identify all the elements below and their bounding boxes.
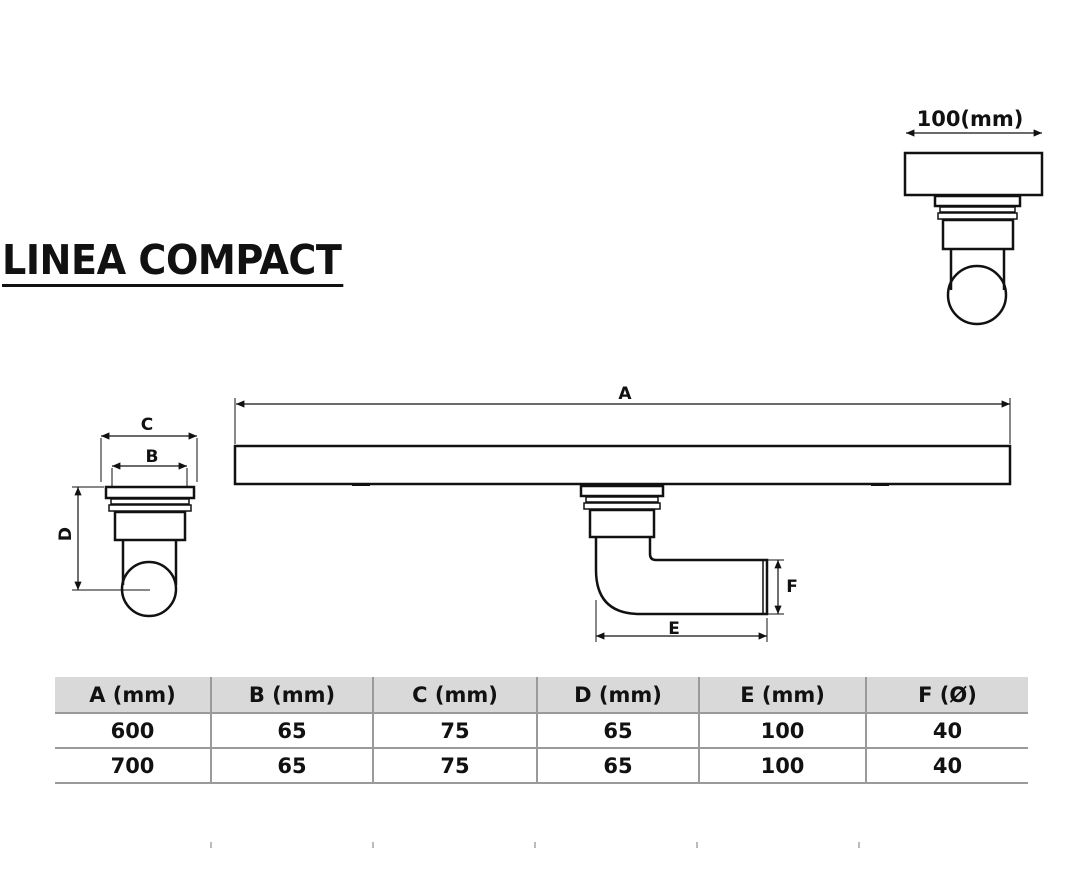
- side-pipe-section: [120, 560, 178, 618]
- top-view: [903, 129, 1044, 326]
- column-header-c: C (mm): [372, 677, 537, 713]
- side-outlet-body: [113, 510, 187, 542]
- drain-channel: [233, 444, 1012, 486]
- product-title: LINEA COMPACT: [2, 236, 344, 287]
- table-cell: 600: [55, 712, 211, 749]
- outlet-body: [941, 218, 1015, 251]
- column-header-e: E (mm): [698, 677, 866, 713]
- dimensions-table: A (mm) B (mm) C (mm) D (mm) E (mm) F (Ø)…: [55, 677, 1028, 784]
- table-cell: 40: [865, 748, 1028, 784]
- column-header-d: D (mm): [536, 677, 699, 713]
- dim-label-c: C: [141, 415, 153, 435]
- table-cell: 65: [536, 748, 699, 784]
- channel-outlet-flange: [579, 484, 665, 498]
- dim-label-b: B: [146, 447, 159, 467]
- column-header-b: B (mm): [210, 677, 373, 713]
- table-cell: 65: [536, 712, 699, 749]
- table-cell: 75: [372, 748, 537, 784]
- channel-outlet-body: [588, 508, 656, 539]
- divider-tick: [534, 842, 536, 848]
- elbow-pipe: [594, 537, 769, 616]
- table-cell: 100: [698, 712, 866, 749]
- divider-tick: [210, 842, 212, 848]
- outlet-flange: [933, 194, 1022, 208]
- column-header-a: A (mm): [55, 677, 211, 713]
- front-view: [233, 398, 1012, 642]
- column-header-f: F (Ø): [865, 677, 1028, 713]
- divider-tick: [696, 842, 698, 848]
- table-row: 700 65 75 65 100 40: [55, 748, 1028, 784]
- table-cell: 65: [210, 748, 373, 784]
- pipe-section: [946, 264, 1008, 326]
- divider-tick: [372, 842, 374, 848]
- dim-label-e: E: [668, 619, 680, 639]
- dim-label-f: F: [786, 577, 798, 597]
- divider-tick: [858, 842, 860, 848]
- side-flange: [104, 485, 196, 500]
- side-view: [72, 432, 198, 618]
- table-cell: 75: [372, 712, 537, 749]
- table-row: 600 65 75 65 100 40: [55, 712, 1028, 749]
- table-cell: 65: [210, 712, 373, 749]
- table-cell: 40: [865, 712, 1028, 749]
- table-cell: 700: [55, 748, 211, 784]
- channel-end-view: [903, 151, 1044, 197]
- table-header-row: A (mm) B (mm) C (mm) D (mm) E (mm) F (Ø): [55, 677, 1028, 713]
- dim-label-d: D: [56, 527, 76, 541]
- dim-label-a: A: [618, 384, 632, 404]
- table-cell: 100: [698, 748, 866, 784]
- top-view-width-label: 100(mm): [917, 107, 1024, 131]
